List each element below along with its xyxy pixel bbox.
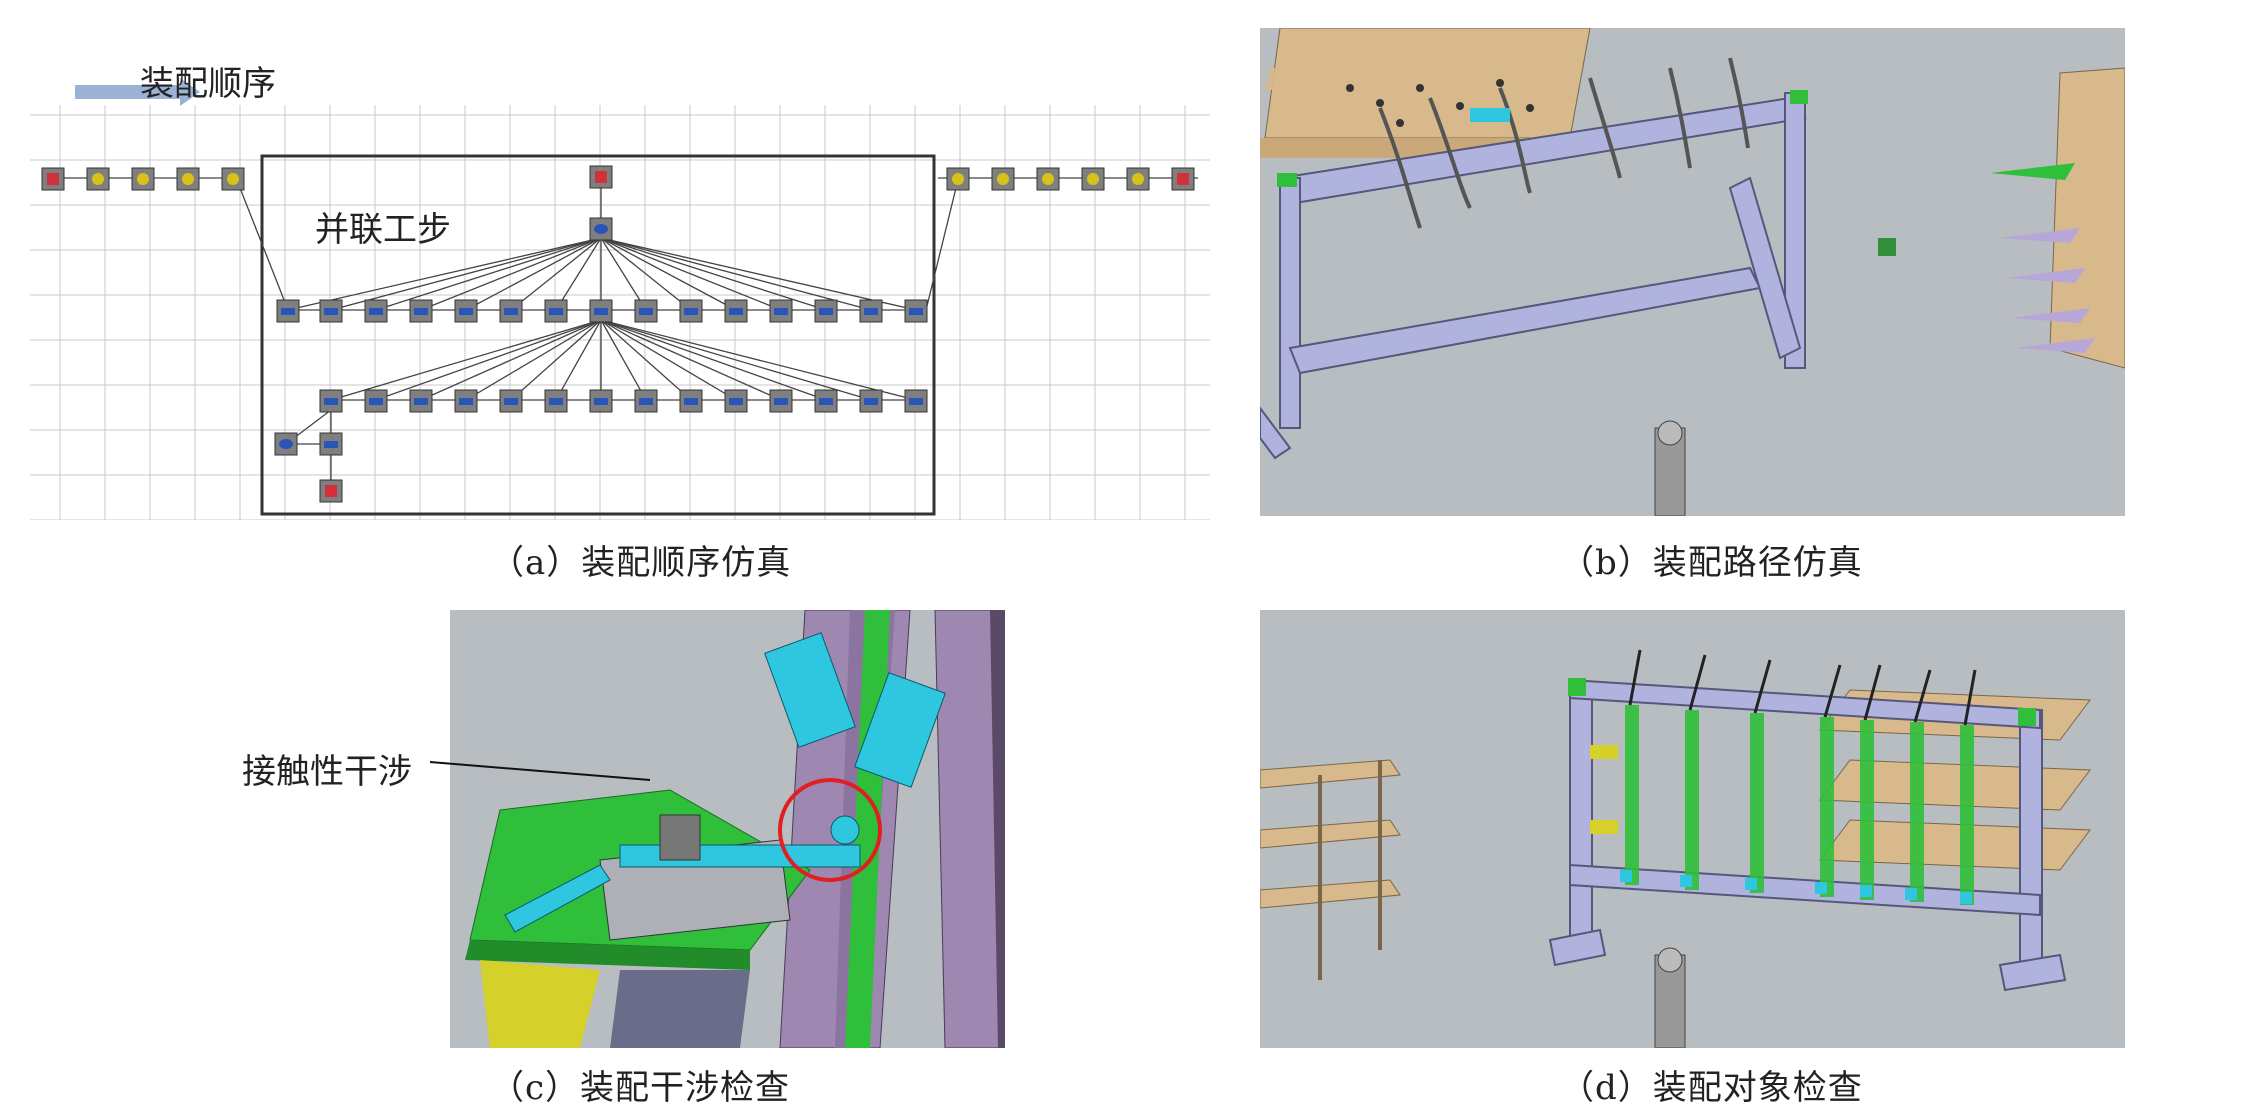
node-step[interactable]: [946, 167, 970, 191]
node-parallel-hub[interactable]: [589, 217, 613, 241]
node-row2[interactable]: [859, 389, 883, 413]
node-branch-step[interactable]: [319, 432, 343, 456]
node-row1[interactable]: [679, 299, 703, 323]
panel-b-path-simulation: [1260, 28, 2125, 516]
node-row1[interactable]: [364, 299, 388, 323]
node-parallel-start[interactable]: [589, 165, 613, 189]
node-end[interactable]: [1171, 167, 1195, 191]
node-row1[interactable]: [634, 299, 658, 323]
node-branch[interactable]: [274, 432, 298, 456]
node-row1[interactable]: [409, 299, 433, 323]
parallel-step-label: 并联工步: [315, 210, 451, 250]
node-row2[interactable]: [409, 389, 433, 413]
node-row1[interactable]: [769, 299, 793, 323]
node-row2[interactable]: [589, 389, 613, 413]
node-row1[interactable]: [319, 299, 343, 323]
node-row2[interactable]: [499, 389, 523, 413]
hanging-parts: [1378, 57, 1750, 229]
node-row1[interactable]: [814, 299, 838, 323]
caption-a: （a）装配顺序仿真: [490, 543, 792, 583]
node-row1[interactable]: [544, 299, 568, 323]
node-row1[interactable]: [724, 299, 748, 323]
node-row2[interactable]: [544, 389, 568, 413]
panel-a-sequence-simulation: 装配顺序 并联工步: [30, 20, 1210, 520]
caption-b: （b）装配路径仿真: [1560, 543, 1863, 583]
node-row2[interactable]: [319, 389, 343, 413]
annotation-leader-line: [429, 761, 651, 781]
node-step[interactable]: [991, 167, 1015, 191]
node-step[interactable]: [221, 167, 245, 191]
interference-scene: [465, 610, 1005, 1048]
node-step[interactable]: [176, 167, 200, 191]
connector-blocks: [1620, 870, 1972, 904]
node-row1[interactable]: [904, 299, 928, 323]
sequence-graph: [30, 78, 1210, 520]
panel-c-interference-check: [450, 610, 1005, 1048]
parallel-step-frame: [260, 154, 936, 516]
node-row2[interactable]: [724, 389, 748, 413]
connection-lines: [52, 177, 1198, 490]
node-step[interactable]: [131, 167, 155, 191]
node-row2[interactable]: [364, 389, 388, 413]
node-start[interactable]: [41, 167, 65, 191]
node-row1[interactable]: [589, 299, 613, 323]
wood-shelf-right: [2049, 67, 2125, 369]
panel-d-object-check: [1260, 610, 2125, 1048]
node-row1[interactable]: [499, 299, 523, 323]
node-row2[interactable]: [769, 389, 793, 413]
wood-shelf-left: [1260, 759, 1401, 980]
caption-c: （c）装配干涉检查: [490, 1068, 791, 1108]
node-row1[interactable]: [859, 299, 883, 323]
contact-interference-label: 接触性干涉: [242, 752, 412, 792]
sequence-nodes: [41, 165, 1195, 503]
path-scene: [1260, 28, 2125, 516]
interference-circle: [778, 778, 882, 882]
harness-parts: [1590, 705, 1974, 905]
grid: [30, 105, 1210, 520]
node-step[interactable]: [1036, 167, 1060, 191]
node-row2[interactable]: [904, 389, 928, 413]
cyan-shaft: [619, 844, 861, 868]
node-row2[interactable]: [814, 389, 838, 413]
node-row1[interactable]: [276, 299, 300, 323]
node-row2[interactable]: [634, 389, 658, 413]
object-check-scene: [1260, 649, 2091, 1048]
purple-frame: [1260, 92, 1807, 460]
node-row2[interactable]: [679, 389, 703, 413]
sequence-direction-label: 装配顺序: [140, 64, 276, 104]
sequence-arrow-icon: [75, 78, 200, 106]
node-row2[interactable]: [454, 389, 478, 413]
caption-d: （d）装配对象检查: [1560, 1068, 1863, 1108]
node-row1[interactable]: [454, 299, 478, 323]
node-step[interactable]: [1081, 167, 1105, 191]
node-branch-end[interactable]: [319, 479, 343, 503]
path-arrows: [1628, 649, 1977, 726]
node-step[interactable]: [1126, 167, 1150, 191]
node-step[interactable]: [86, 167, 110, 191]
